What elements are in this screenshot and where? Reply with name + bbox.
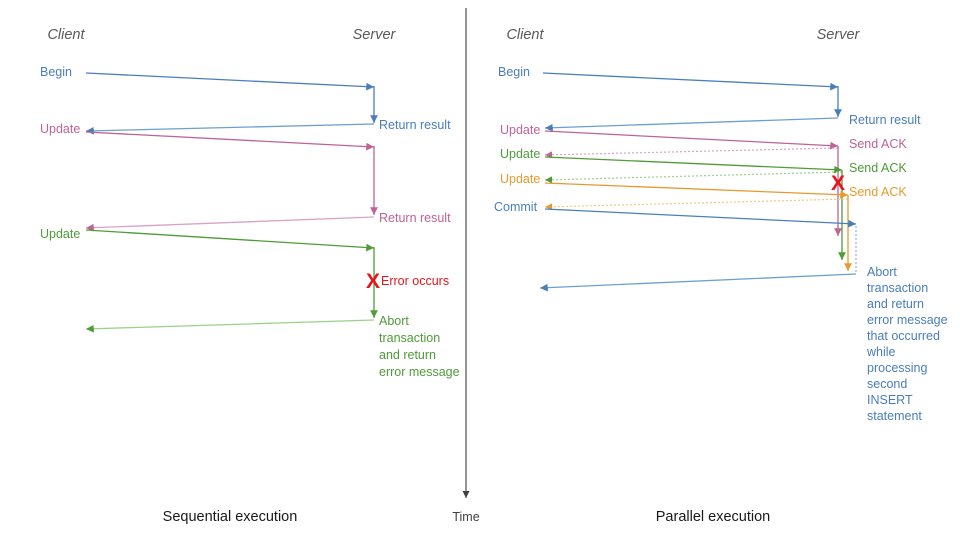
time-axis-label: Time xyxy=(452,510,479,524)
right-ack-green-label: Send ACK xyxy=(849,161,907,175)
right-update-orange-arrow xyxy=(544,182,849,199)
right-message-commit: Commit xyxy=(494,200,857,228)
right-panel: Client Server Begin Return result Update xyxy=(494,27,948,525)
right-message-update-orange: Update xyxy=(500,172,849,199)
left-message-return-result-2: Return result xyxy=(85,211,451,232)
left-update-2-arrow xyxy=(85,229,375,252)
right-ack-orange-label: Send ACK xyxy=(849,185,907,199)
left-abort-block: Abort transaction and return error messa… xyxy=(379,314,460,379)
right-abort-line-6: while xyxy=(866,345,896,359)
left-error-label: Error occurs xyxy=(381,274,449,288)
left-abort-line-3: and return xyxy=(379,348,436,362)
right-update-orange-label: Update xyxy=(500,172,540,186)
right-message-ack-pink: Send ACK xyxy=(544,137,907,159)
right-message-update-pink: Update xyxy=(500,123,839,150)
right-update-pink-label: Update xyxy=(500,123,540,137)
right-begin-label: Begin xyxy=(498,65,530,79)
right-return-result-label: Return result xyxy=(849,113,921,127)
left-update-1-arrow xyxy=(85,131,375,151)
left-error-x-icon: X xyxy=(366,270,380,293)
right-return-result-arrow xyxy=(544,117,839,132)
right-commit-label: Commit xyxy=(494,200,538,214)
right-ack-pink-label: Send ACK xyxy=(849,137,907,151)
left-abort-line-2: transaction xyxy=(379,331,440,345)
right-message-begin: Begin xyxy=(498,65,839,91)
right-ack-pink-arrow xyxy=(544,147,839,159)
right-begin-arrow xyxy=(542,72,839,91)
left-abort-line-1: Abort xyxy=(379,314,409,328)
left-return-result-1-label: Return result xyxy=(379,118,451,132)
left-panel-caption: Sequential execution xyxy=(163,509,298,525)
left-server-actor-label: Server xyxy=(353,27,397,43)
right-abort-line-9: INSERT xyxy=(867,393,913,407)
right-update-green-arrow xyxy=(544,156,843,174)
right-abort-line-3: and return xyxy=(867,297,924,311)
right-server-actor-label: Server xyxy=(817,27,861,43)
right-ack-green-arrow xyxy=(544,171,843,184)
left-message-update-2: Update xyxy=(40,227,375,252)
right-update-green-label: Update xyxy=(500,147,540,161)
right-panel-caption: Parallel execution xyxy=(656,509,770,525)
right-message-update-green: Update xyxy=(500,147,843,174)
right-update-pink-arrow xyxy=(544,130,839,150)
right-message-ack-green: Send ACK xyxy=(544,161,907,184)
right-abort-line-5: that occurred xyxy=(867,329,940,343)
right-abort-line-4: error message xyxy=(867,313,948,327)
left-error-marker: X Error occurs xyxy=(366,270,449,293)
left-update-2-label: Update xyxy=(40,227,80,241)
left-message-begin: Begin xyxy=(40,65,375,91)
left-abort-line-4: error message xyxy=(379,365,460,379)
right-message-ack-orange: Send ACK xyxy=(544,185,907,211)
left-return-result-1-arrow xyxy=(85,123,375,135)
left-return-result-2-arrow xyxy=(85,216,375,232)
left-message-return-result-1: Return result xyxy=(85,118,451,135)
left-begin-label: Begin xyxy=(40,65,72,79)
left-panel: Client Server Begin Return result Update xyxy=(40,27,460,525)
left-return-result-2-label: Return result xyxy=(379,211,451,225)
right-commit-arrow xyxy=(544,208,857,228)
right-abort-line-1: Abort xyxy=(867,265,897,279)
left-update-1-label: Update xyxy=(40,122,80,136)
right-abort-block: Abort transaction and return error messa… xyxy=(866,265,948,423)
right-error-x-icon: X xyxy=(831,172,845,195)
right-abort-line-7: processing xyxy=(867,361,927,375)
right-abort-return-arrow xyxy=(539,273,857,292)
left-client-actor-label: Client xyxy=(47,27,85,43)
left-message-update-1: Update xyxy=(40,122,375,151)
right-error-marker: X xyxy=(831,172,845,195)
right-abort-line-10: statement xyxy=(867,409,922,423)
left-abort-return-arrow xyxy=(85,319,375,333)
left-begin-arrow xyxy=(85,72,375,91)
right-ack-orange-arrow xyxy=(544,198,849,211)
right-client-actor-label: Client xyxy=(506,27,544,43)
right-abort-line-8: second xyxy=(867,377,907,391)
right-message-return-result: Return result xyxy=(544,113,921,132)
right-abort-line-2: transaction xyxy=(867,281,928,295)
